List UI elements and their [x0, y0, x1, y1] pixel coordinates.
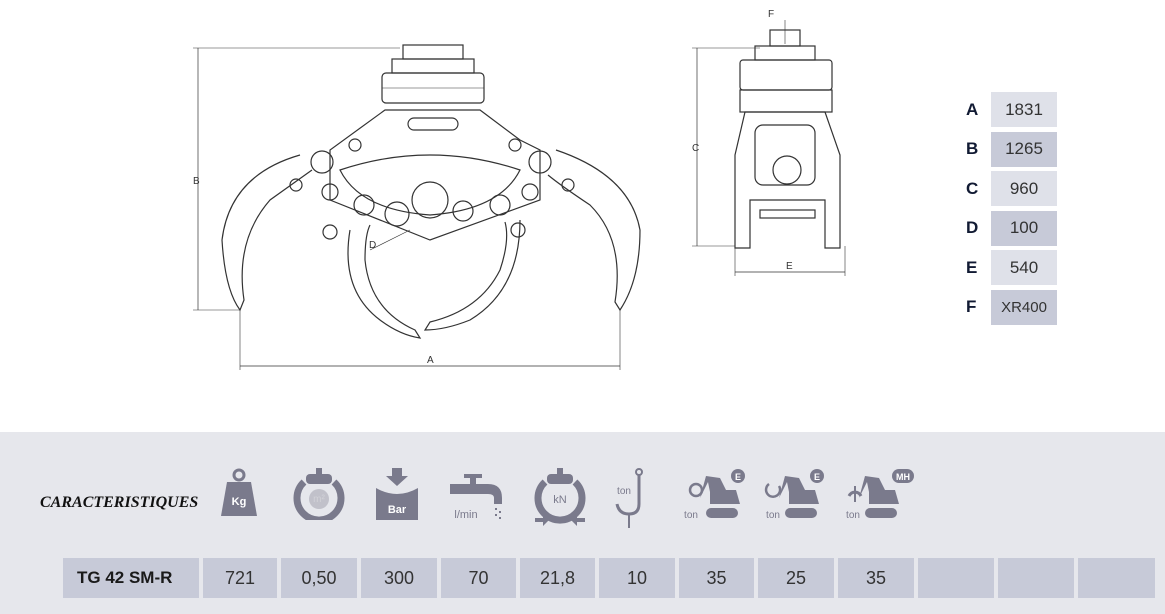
flow-icon-label: l/min: [454, 509, 477, 521]
dim-label-b: B: [193, 176, 200, 187]
dimension-letter: C: [966, 178, 979, 198]
force-icon-label: kN: [553, 494, 567, 506]
dimension-table: A 1831 B 1265 C 960 D 100 E 540 F XR400: [960, 92, 1057, 329]
characteristics-title: CARACTERISTIQUES: [40, 494, 199, 511]
spec-weight: 721: [203, 558, 277, 598]
dimension-value: 1265: [991, 131, 1057, 167]
spec-excavator-rotator: 35: [679, 558, 754, 598]
spec-row: TG 42 SM-R 721 0,50 300 70 21,8 10 35 25…: [63, 558, 1155, 598]
front-view: [193, 44, 641, 370]
pressure-icon-label: Bar: [388, 504, 407, 516]
badge-e: E: [735, 472, 741, 482]
dimension-letter: B: [966, 139, 979, 158]
model-name: TG 42 SM-R: [63, 558, 199, 598]
spec-excavator: 25: [758, 558, 834, 598]
flow-icon: l/min: [450, 468, 510, 524]
excavator-icon-label: ton: [846, 510, 860, 521]
dimension-value: 1831: [991, 92, 1057, 127]
spec-flow: 70: [441, 558, 516, 598]
characteristics-panel: CARACTERISTIQUES Kg m² Bar l/min kN ton …: [0, 432, 1165, 614]
spec-empty: [918, 558, 994, 598]
spec-hook-load: 10: [599, 558, 675, 598]
hook-load-icon-label: ton: [617, 486, 631, 497]
dimension-row: C 960: [960, 171, 1057, 206]
dimension-value: 100: [991, 210, 1057, 246]
dimension-row: A 1831: [960, 92, 1057, 127]
dimension-row: B 1265: [960, 131, 1057, 167]
grab-area-icon: m²: [292, 468, 346, 520]
badge-e: E: [814, 472, 820, 482]
dimension-letter: D: [966, 218, 979, 237]
technical-drawing: [193, 20, 846, 370]
dimension-value: XR400: [991, 289, 1057, 325]
excavator-icon-label: ton: [684, 510, 698, 521]
spec-pressure: 300: [361, 558, 437, 598]
weight-icon-label: Kg: [232, 496, 247, 508]
dimension-letter: A: [966, 99, 979, 119]
force-icon: kN: [533, 468, 587, 528]
pressure-icon: Bar: [376, 468, 418, 520]
dimension-letter: F: [966, 297, 977, 316]
dimension-letter: E: [966, 257, 978, 277]
dim-label-e: E: [786, 261, 793, 272]
side-view: [692, 20, 846, 276]
excavator-mh-icon: MH ton: [835, 468, 915, 524]
spec-area: 0,50: [281, 558, 357, 598]
dim-label-a: A: [427, 355, 434, 366]
dimension-value: 960: [991, 171, 1057, 206]
spec-force: 21,8: [520, 558, 595, 598]
dim-label-f: F: [768, 9, 775, 20]
dim-label-d: D: [369, 240, 377, 251]
excavator-icon-label: ton: [766, 510, 780, 521]
dim-label-c: C: [692, 143, 700, 154]
dimension-value: 540: [991, 250, 1057, 285]
hook-load-icon: ton: [612, 468, 648, 530]
dimension-row: E 540: [960, 250, 1057, 285]
grab-area-icon-label: m²: [313, 494, 325, 505]
spec-empty: [1078, 558, 1155, 598]
badge-mh: MH: [896, 472, 910, 482]
dimension-row: D 100: [960, 210, 1057, 246]
spec-empty: [998, 558, 1074, 598]
dimension-row: F XR400: [960, 289, 1057, 325]
spec-material-handler: 35: [838, 558, 914, 598]
weight-icon: Kg: [217, 468, 261, 516]
